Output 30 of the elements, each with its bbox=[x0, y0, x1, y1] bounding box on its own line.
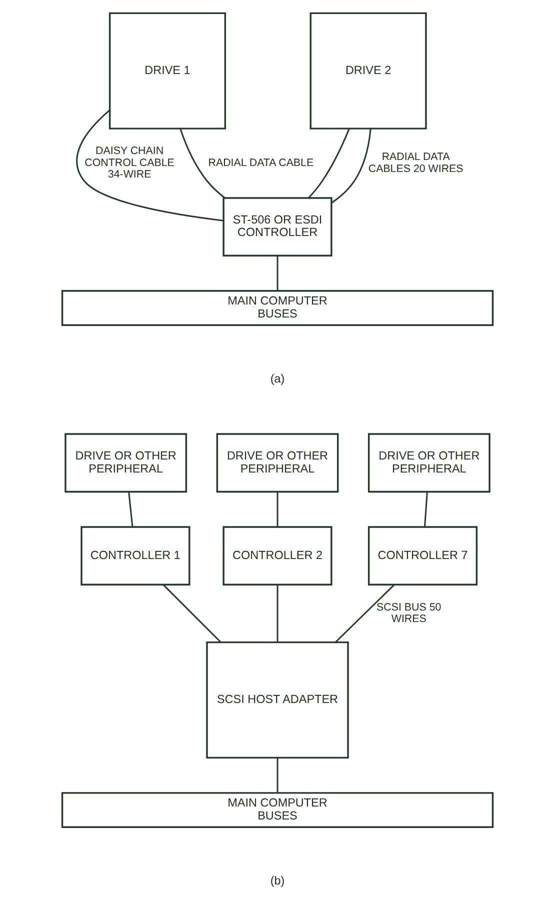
node-box: DRIVE 2 bbox=[310, 12, 427, 130]
node-box: CONTROLLER 7 bbox=[368, 526, 478, 586]
connector bbox=[276, 492, 278, 527]
connector bbox=[276, 256, 278, 291]
connector bbox=[331, 128, 372, 204]
node-box: SCSI HOST ADAPTER bbox=[206, 641, 349, 759]
node-box: ST-506 OR ESDI CONTROLLER bbox=[222, 197, 332, 257]
node-box: DRIVE 1 bbox=[108, 12, 226, 130]
edge-label: DAISY CHAIN CONTROL CABLE 34-WIRE bbox=[84, 145, 174, 181]
connector bbox=[308, 128, 350, 198]
label: (a) bbox=[270, 372, 285, 386]
connector bbox=[162, 584, 222, 643]
node-box: DRIVE OR OTHER PERIPHERAL bbox=[64, 433, 188, 493]
node-box: DRIVE OR OTHER PERIPHERAL bbox=[368, 433, 490, 493]
node-box: DRIVE OR OTHER PERIPHERAL bbox=[216, 433, 339, 493]
connector bbox=[335, 584, 395, 643]
connector bbox=[276, 758, 278, 793]
node-box: MAIN COMPUTER BUSES bbox=[61, 290, 494, 326]
edge-label: RADIAL DATA CABLE bbox=[208, 156, 314, 169]
connector bbox=[128, 492, 134, 527]
node-box: CONTROLLER 1 bbox=[80, 526, 190, 586]
edge-label: RADIAL DATA CABLES 20 WIRES bbox=[368, 151, 464, 175]
edge-label: SCSI BUS 50 WIRES bbox=[376, 601, 442, 626]
label: (b) bbox=[270, 874, 285, 888]
connector bbox=[424, 492, 428, 527]
node-box: CONTROLLER 2 bbox=[222, 526, 332, 586]
connector bbox=[76, 110, 224, 222]
node-box: MAIN COMPUTER BUSES bbox=[61, 792, 494, 828]
connector bbox=[180, 128, 226, 198]
connector bbox=[276, 584, 278, 642]
